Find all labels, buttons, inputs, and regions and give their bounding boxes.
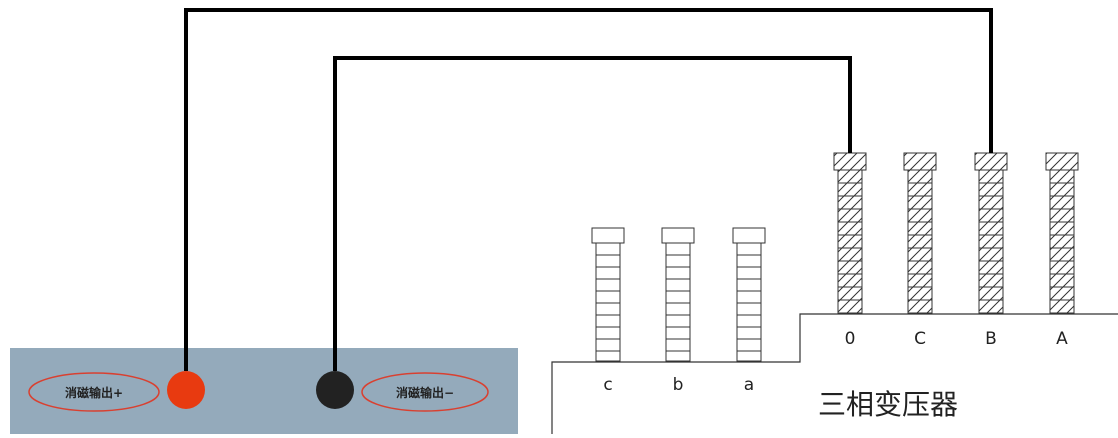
bushing-c [591, 227, 625, 362]
terminal-label-C: C [914, 329, 926, 349]
bushing-0 [833, 152, 867, 314]
bushing-A [1045, 152, 1079, 314]
wire-output-plus-to-B [184, 8, 993, 371]
terminal-label-b: b [673, 375, 684, 395]
wire-output-minus-to-0 [333, 56, 852, 371]
output-plus-label: 消磁输出+ [65, 385, 123, 400]
bushing-a [732, 227, 766, 362]
bushing-C [903, 152, 937, 314]
terminal-label-0: 0 [845, 329, 856, 349]
transformer-body [551, 313, 1118, 434]
output-minus-terminal[interactable] [316, 371, 354, 409]
output-plus-terminal[interactable] [167, 371, 205, 409]
bushing-b [661, 227, 695, 362]
transformer-title: 三相变压器 [818, 388, 958, 421]
bushing-B [974, 152, 1008, 314]
instrument-panel [10, 348, 518, 434]
output-minus-label: 消磁输出− [396, 385, 454, 400]
output-minus-label-outline [361, 372, 489, 412]
terminal-label-B: B [985, 329, 997, 349]
terminal-label-a: a [744, 375, 754, 395]
terminal-label-A: A [1056, 329, 1068, 349]
output-plus-label-outline [28, 372, 160, 412]
terminal-label-c: c [603, 375, 612, 395]
